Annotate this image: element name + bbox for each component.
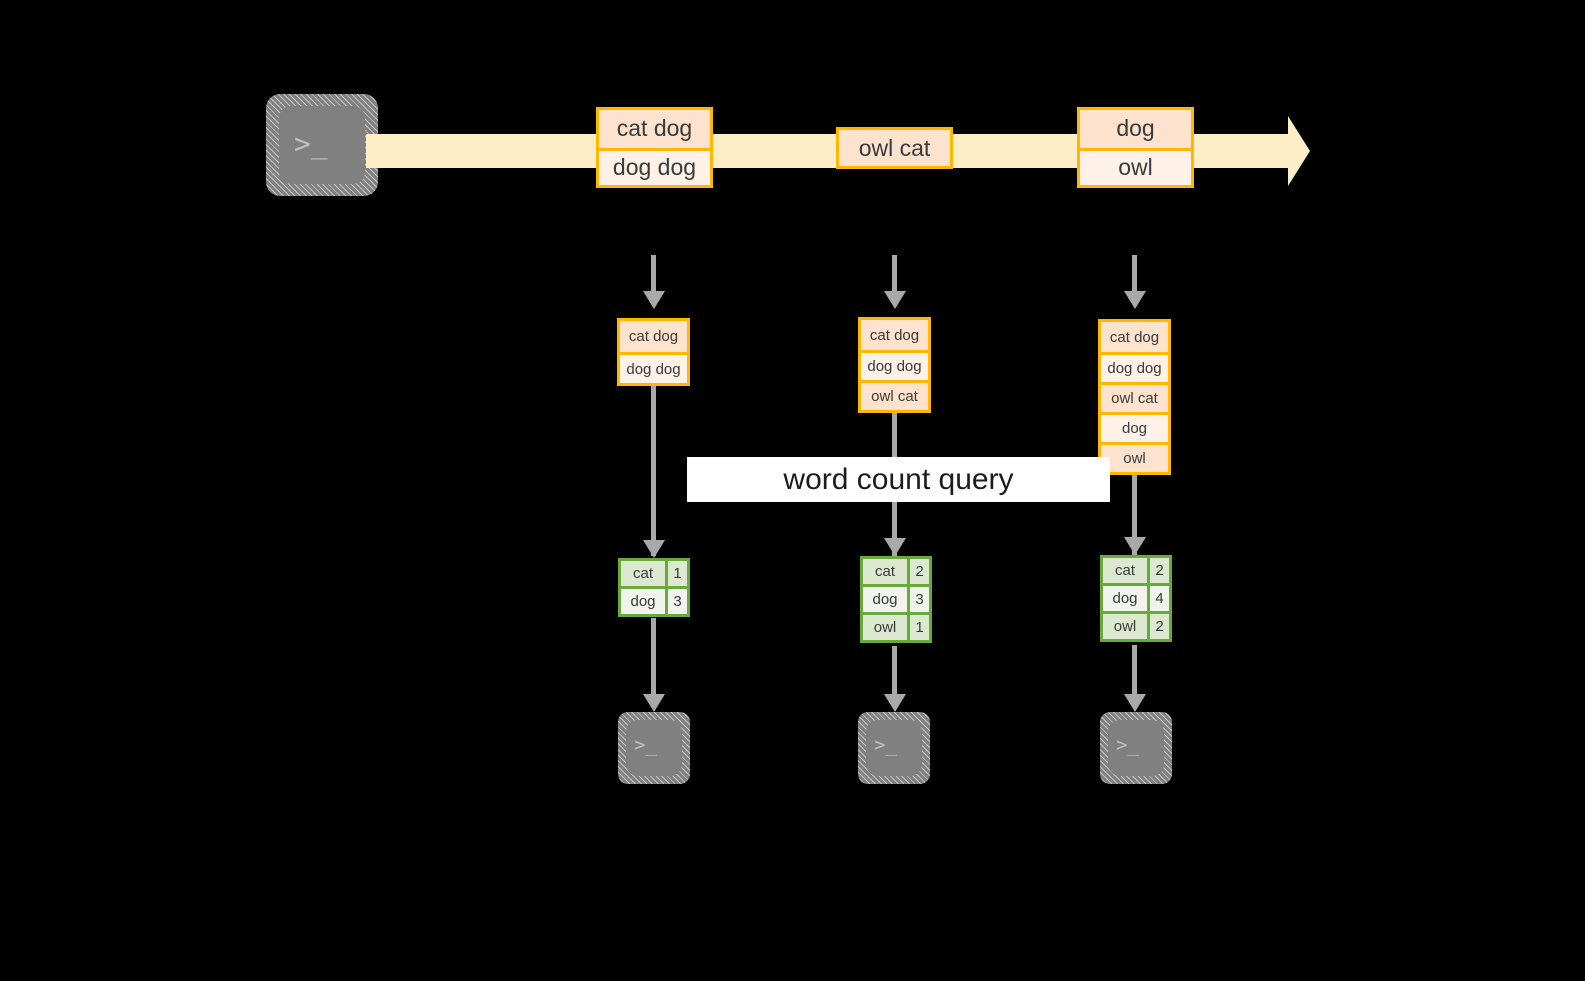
result-row: dog 4 bbox=[1103, 583, 1169, 611]
snapshot-input-row: dog dog bbox=[620, 352, 687, 383]
snapshot-input-row: owl bbox=[1101, 442, 1168, 472]
source-terminal-icon: >_ bbox=[266, 94, 378, 196]
result-word: cat bbox=[621, 561, 665, 586]
snapshot-input-row: owl cat bbox=[861, 380, 928, 410]
result-count: 3 bbox=[665, 589, 687, 614]
snapshot-2-sink-arrowhead bbox=[884, 694, 906, 712]
snapshot-input-row: cat dog bbox=[861, 320, 928, 350]
terminal-screen bbox=[626, 720, 682, 776]
snapshot-3-result-table[interactable]: cat 2 dog 4 owl 2 bbox=[1100, 555, 1172, 642]
snapshot-input-row: dog dog bbox=[861, 350, 928, 380]
result-row: cat 2 bbox=[1103, 558, 1169, 583]
result-count: 3 bbox=[907, 587, 929, 612]
stream-event: cat dog bbox=[599, 110, 710, 148]
snapshot-input-row: owl cat bbox=[1101, 382, 1168, 412]
snapshot-2-sink-line bbox=[892, 646, 897, 700]
result-word: dog bbox=[621, 589, 665, 614]
snapshot-input-row: cat dog bbox=[1101, 322, 1168, 352]
snapshot-3-query-line bbox=[1132, 475, 1137, 556]
snapshot-1-result-table[interactable]: cat 1 dog 3 bbox=[618, 558, 690, 617]
result-row: cat 1 bbox=[621, 561, 687, 586]
terminal-prompt-label: >_ bbox=[294, 127, 328, 160]
snapshot-3-sink-terminal-icon: >_ bbox=[1100, 712, 1172, 784]
snapshot-3-input-box[interactable]: cat dog dog dog owl cat dog owl bbox=[1098, 319, 1171, 475]
stream-band-arrowhead bbox=[1288, 116, 1310, 186]
snapshot-3-sink-arrowhead bbox=[1124, 694, 1146, 712]
snapshot-3-sink-line bbox=[1132, 645, 1137, 700]
snapshot-1-input-box[interactable]: cat dog dog dog bbox=[617, 318, 690, 386]
stream-event: dog dog bbox=[599, 147, 710, 185]
terminal-screen bbox=[279, 106, 365, 184]
stream-group-2[interactable]: owl cat bbox=[836, 127, 953, 169]
snapshot-3-dashed-arrowhead bbox=[1124, 291, 1146, 309]
terminal-screen bbox=[866, 720, 922, 776]
snapshot-input-row: dog bbox=[1101, 412, 1168, 442]
result-count: 2 bbox=[1147, 614, 1169, 639]
terminal-screen bbox=[1108, 720, 1164, 776]
snapshot-1-dashed-arrowhead bbox=[643, 291, 665, 309]
snapshot-2-dashed-line bbox=[892, 255, 897, 293]
result-word: cat bbox=[1103, 558, 1147, 583]
terminal-prompt-label: >_ bbox=[1116, 734, 1139, 756]
result-word: dog bbox=[863, 587, 907, 612]
terminal-prompt-label: >_ bbox=[634, 734, 657, 756]
query-label-band: word count query bbox=[687, 457, 1110, 502]
stream-group-3[interactable]: dog owl bbox=[1077, 107, 1194, 188]
stream-event: owl bbox=[1080, 147, 1191, 185]
snapshot-2-result-table[interactable]: cat 2 dog 3 owl 1 bbox=[860, 556, 932, 643]
result-count: 4 bbox=[1147, 586, 1169, 611]
snapshot-2-sink-terminal-icon: >_ bbox=[858, 712, 930, 784]
result-count: 1 bbox=[665, 561, 687, 586]
snapshot-input-row: cat dog bbox=[620, 321, 687, 352]
snapshot-2-dashed-arrowhead bbox=[884, 291, 906, 309]
snapshot-2-input-box[interactable]: cat dog dog dog owl cat bbox=[858, 317, 931, 413]
stream-group-1[interactable]: cat dog dog dog bbox=[596, 107, 713, 188]
stream-event: owl cat bbox=[839, 130, 950, 166]
result-count: 2 bbox=[1147, 558, 1169, 583]
result-count: 1 bbox=[907, 615, 929, 640]
snapshot-1-sink-terminal-icon: >_ bbox=[618, 712, 690, 784]
snapshot-1-query-arrowhead bbox=[643, 540, 665, 558]
snapshot-3-dashed-line bbox=[1132, 255, 1137, 293]
snapshot-1-sink-line bbox=[651, 618, 656, 700]
result-row: owl 1 bbox=[863, 612, 929, 640]
snapshot-input-row: dog dog bbox=[1101, 352, 1168, 382]
snapshot-3-query-arrowhead bbox=[1124, 537, 1146, 555]
snapshot-1-dashed-line bbox=[651, 255, 656, 293]
snapshot-1-query-line bbox=[651, 386, 656, 556]
terminal-prompt-label: >_ bbox=[874, 734, 897, 756]
result-word: owl bbox=[1103, 614, 1147, 639]
result-word: dog bbox=[1103, 586, 1147, 611]
result-row: owl 2 bbox=[1103, 611, 1169, 639]
result-word: owl bbox=[863, 615, 907, 640]
result-count: 2 bbox=[907, 559, 929, 584]
query-label: word count query bbox=[783, 462, 1014, 496]
snapshot-1-sink-arrowhead bbox=[643, 694, 665, 712]
result-row: cat 2 bbox=[863, 559, 929, 584]
result-row: dog 3 bbox=[863, 584, 929, 612]
result-row: dog 3 bbox=[621, 586, 687, 614]
stream-event: dog bbox=[1080, 110, 1191, 148]
snapshot-2-query-arrowhead bbox=[884, 538, 906, 556]
result-word: cat bbox=[863, 559, 907, 584]
